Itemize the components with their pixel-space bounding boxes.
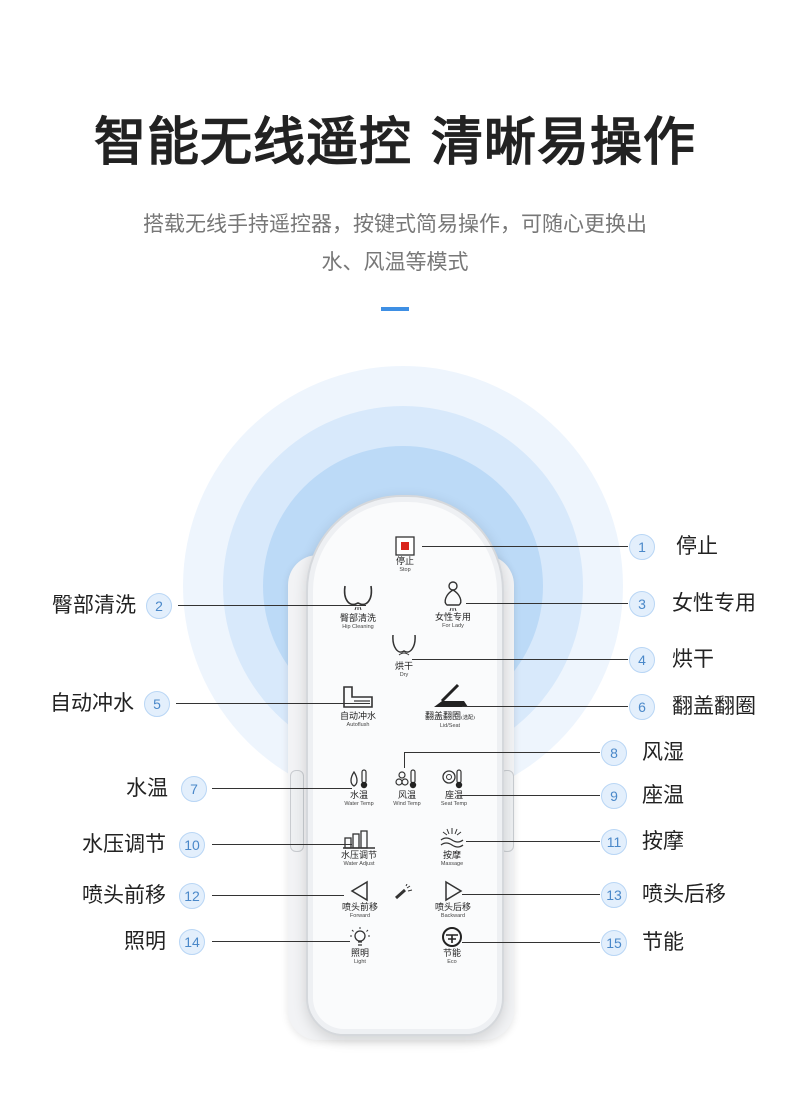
callout-label-10: 水压调节 [82, 832, 166, 856]
arrow-left-icon [350, 880, 368, 902]
nozzle-spray-icon [395, 884, 413, 900]
stop-button[interactable]: 停止 Stop [388, 536, 422, 574]
holder-clip-left [290, 770, 304, 852]
leader-line-8-vertical [404, 752, 405, 768]
callout-label-2: 臀部清洗 [52, 593, 136, 617]
callout-label-1: 停止 [676, 534, 718, 558]
dry-icon [392, 634, 416, 656]
eco-icon [442, 927, 462, 947]
leader-line-14 [212, 941, 350, 942]
callout-number-5: 5 [144, 691, 170, 717]
leader-line-9 [460, 795, 600, 796]
callout-number-3: 3 [629, 591, 655, 617]
callout-label-9: 座温 [642, 783, 684, 807]
callout-label-14: 照明 [124, 929, 166, 953]
callout-number-6: 6 [629, 694, 655, 720]
callout-label-8: 风湿 [642, 740, 684, 764]
dry-button[interactable]: 烘干 Dry [384, 633, 424, 679]
callout-number-12: 12 [179, 883, 205, 909]
leader-line-6 [462, 706, 628, 707]
hip-cleaning-button[interactable]: 臀部清洗 Hip Cleaning [331, 583, 385, 631]
leader-line-1 [422, 546, 628, 547]
callout-label-7: 水温 [126, 776, 168, 800]
wind-temp-icon [395, 769, 417, 789]
hip-cleaning-icon [343, 585, 373, 611]
remote-control [306, 495, 504, 1036]
callout-label-6: 翻盖翻圈 [672, 694, 756, 718]
callout-number-4: 4 [629, 647, 655, 673]
subtitle-line-2: 水、风温等模式 [321, 250, 469, 274]
stop-square-icon [395, 536, 415, 556]
leader-line-10 [212, 844, 352, 845]
leader-line-13 [462, 894, 600, 895]
callout-number-1: 1 [629, 534, 655, 560]
massage-icon [440, 828, 464, 848]
leader-line-12 [212, 895, 344, 896]
water-pressure-icon [343, 830, 375, 849]
callout-number-15: 15 [601, 930, 627, 956]
callout-label-13: 喷头后移 [642, 882, 726, 906]
lid-seat-icon [434, 683, 468, 707]
callout-number-11: 11 [601, 829, 627, 855]
autoflush-icon [343, 686, 373, 708]
leader-line-3 [466, 603, 628, 604]
callout-label-5: 自动冲水 [50, 691, 134, 715]
wind-temp-button[interactable]: 风温 Wind Temp [385, 768, 429, 808]
leader-line-7 [212, 788, 352, 789]
seat-temp-button[interactable]: 座温 Seat Temp [432, 768, 476, 808]
massage-button[interactable]: 按摩 Massage [430, 826, 474, 868]
light-button[interactable]: 照明 Light [340, 926, 380, 966]
lady-wash-button[interactable]: 女性专用 For Lady [428, 580, 478, 630]
arrow-right-icon [445, 880, 463, 902]
callout-number-10: 10 [179, 832, 205, 858]
light-bulb-icon [350, 927, 370, 946]
callout-number-7: 7 [181, 776, 207, 802]
callout-number-8: 8 [601, 740, 627, 766]
callout-label-12: 喷头前移 [82, 883, 166, 907]
leader-line-2 [178, 605, 366, 606]
callout-number-13: 13 [601, 882, 627, 908]
leader-line-4 [412, 659, 628, 660]
water-adjust-button[interactable]: 水压调节 Water Adjust [334, 828, 384, 868]
forward-button[interactable]: 喷头前移 Forward [336, 880, 384, 920]
callout-number-2: 2 [146, 593, 172, 619]
leader-line-5 [176, 703, 370, 704]
leader-line-8 [404, 752, 600, 753]
water-temp-button[interactable]: 水温 Water Temp [336, 768, 382, 808]
seat-temp-icon [442, 769, 463, 789]
subtitle-line-1: 搭载无线手持遥控器，按键式简易操作，可随心更换出 [143, 212, 647, 236]
accent-divider [381, 307, 409, 311]
water-temp-icon [350, 769, 368, 789]
callout-number-14: 14 [179, 929, 205, 955]
callout-label-3: 女性专用 [672, 591, 756, 615]
callout-label-4: 烘干 [672, 647, 714, 671]
backward-button[interactable]: 喷头后移 Backward [428, 880, 478, 920]
page-subtitle: 搭载无线手持遥控器，按键式简易操作，可随心更换出 水、风温等模式 [95, 205, 695, 281]
callout-number-9: 9 [601, 783, 627, 809]
page-title: 智能无线遥控 清晰易操作 [93, 113, 697, 173]
lid-seat-button[interactable]: 翻盖翻圈(选配) Lid/Seat [414, 683, 486, 730]
eco-button[interactable]: 节能 Eco [432, 926, 472, 966]
callout-label-15: 节能 [642, 930, 684, 954]
autoflush-button[interactable]: 自动冲水 Autoflush [331, 683, 385, 729]
leader-line-11 [466, 841, 600, 842]
callout-label-11: 按摩 [642, 829, 684, 853]
lady-wash-icon [444, 581, 462, 612]
leader-line-15 [462, 942, 600, 943]
